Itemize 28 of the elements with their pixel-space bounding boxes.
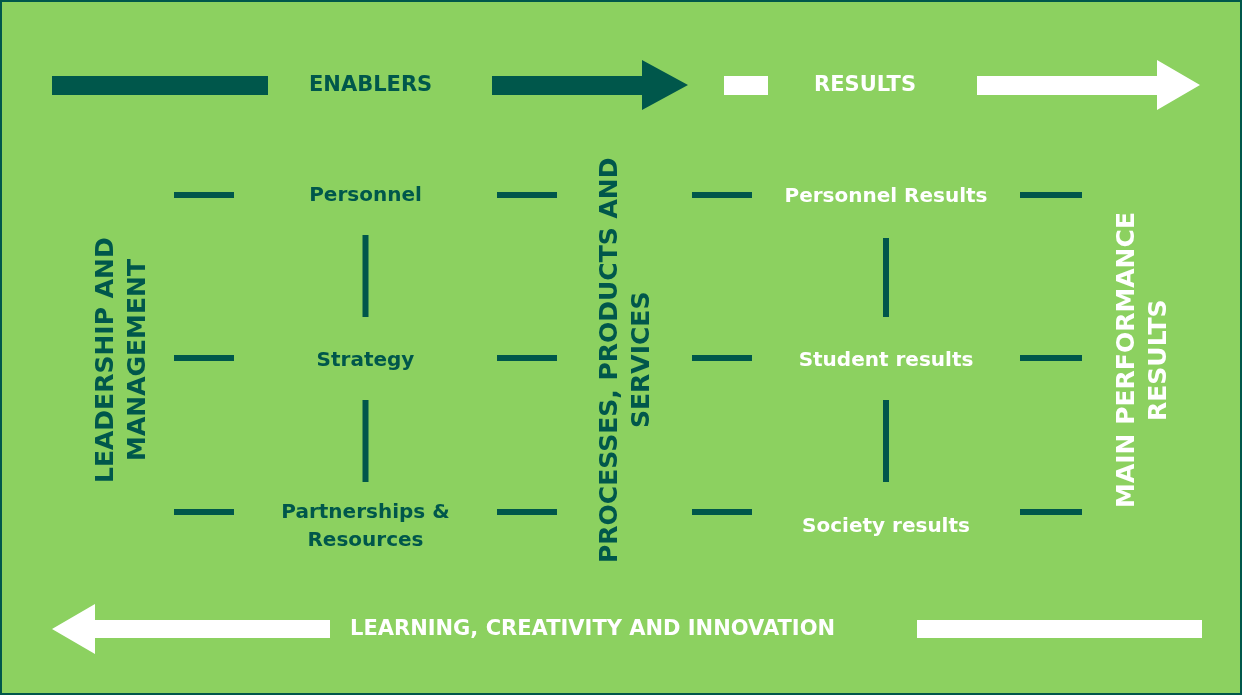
section-heading: ENABLERS [309, 72, 433, 96]
connector-line [883, 238, 889, 317]
connector-line [174, 509, 234, 515]
vertical-heading: PROCESSES, PRODUCTS AND SERVICES [557, 152, 692, 568]
connector-line [174, 355, 234, 361]
connector-line [1020, 509, 1082, 515]
connector-line [362, 400, 369, 482]
vertical-heading: MAIN PERFORMANCE RESULTS [1082, 152, 1202, 568]
category-label: Society results [752, 482, 1020, 568]
connector-line [362, 235, 369, 317]
category-label: Student results [752, 317, 1020, 400]
connector-line [883, 400, 889, 482]
connector-line [692, 192, 752, 198]
connector-line [497, 355, 557, 361]
connector-line [692, 355, 752, 361]
category-label: Personnel Results [752, 152, 1020, 238]
connector-line [174, 192, 234, 198]
section-heading: LEARNING, CREATIVITY AND INNOVATION [350, 616, 836, 640]
connector-line [497, 509, 557, 515]
connector-line [692, 509, 752, 515]
connector-line [1020, 192, 1082, 198]
section-heading: RESULTS [814, 72, 917, 96]
vertical-heading: LEADERSHIP AND MANAGEMENT [68, 152, 174, 568]
category-label: Strategy [234, 317, 497, 400]
connector-line [1020, 355, 1082, 361]
category-label: Personnel [234, 152, 497, 235]
connector-line [497, 192, 557, 198]
category-label: Partnerships & Resources [234, 482, 497, 568]
